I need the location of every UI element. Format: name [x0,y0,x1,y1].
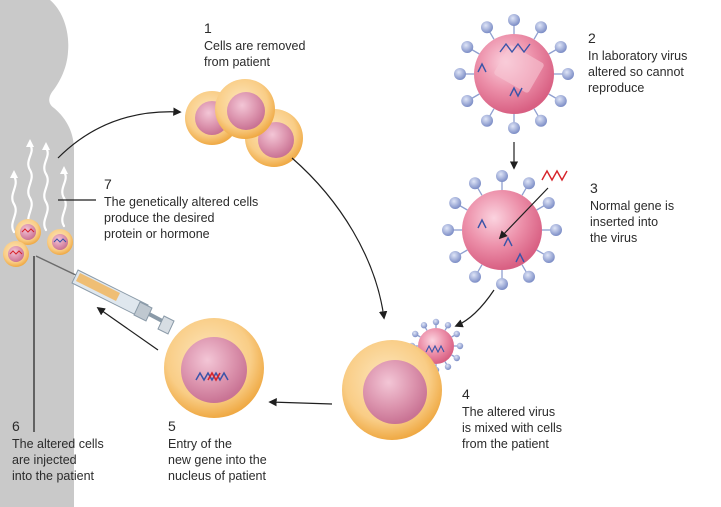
arrow-cells-to-mix [291,157,388,320]
body-cell-3 [3,241,29,267]
step-5-line-3: nucleus of patient [168,469,266,483]
virus-spike-tip [432,318,440,326]
virus-spike-tip [461,95,474,107]
virus-spike-tip [469,270,481,283]
virus-capsid [462,190,542,270]
step-2-line-3: reproduce [588,81,645,95]
step-6-label: 6 The altered cells are injected into th… [12,418,104,484]
step-2-line-2: altered so cannot [588,65,684,79]
virus-spike-tip [469,177,481,190]
step-2-number: 2 [588,30,596,46]
step-4-line-3: from the patient [462,437,549,451]
normal-gene-dna-icon [541,169,568,182]
virus-spike-tip [562,68,574,80]
virus-spike-tip [453,354,460,362]
virus-spike-tip [496,170,508,182]
small-virus-dna-icon [425,344,445,354]
step-1-label: 1 Cells are removed from patient [204,20,305,70]
step-7-line-3: protein or hormone [104,227,210,241]
virus-spike-tip [542,251,555,263]
syringe-icon [35,255,175,335]
step-6-line-3: into the patient [12,469,95,483]
virus-spike-tip [535,21,547,34]
step-7-line-1: The genetically altered cells [104,195,259,209]
body-cell-1 [15,219,41,245]
virus-spike-tip [542,197,555,209]
arrow-gene-into-virus [498,187,549,240]
step-5-label: 5 Entry of the new gene into the nucleus… [168,418,267,484]
step-4-number: 4 [462,386,470,402]
virus-spike-tip [456,342,464,350]
virus-spike-tip [420,322,428,329]
step-5-line-1: Entry of the [168,437,232,451]
arrow-step5-to-syringe [96,307,159,351]
virus-spike-tip [496,278,508,290]
arrow-step4-to-step5 [268,398,333,407]
virus-spike-tip [535,114,547,127]
step-7-number: 7 [104,176,112,192]
virus-with-gene [442,170,562,290]
step-2-line-1: In laboratory virus [588,49,688,63]
step-3-label: 3 Normal gene is inserted into the virus [590,180,674,246]
virus-spike-tip [523,270,535,283]
step-3-number: 3 [590,180,598,196]
virus-spike-tip [461,41,474,53]
step-3-line-3: the virus [590,231,638,245]
step-1-line-1: Cells are removed [204,39,306,53]
step-4-line-1: The altered virus [462,405,556,419]
step-3-line-1: Normal gene is [590,199,675,213]
step-6-line-1: The altered cells [12,437,104,451]
virus-spike-tip [442,224,454,236]
patient-cell-step5 [164,318,264,418]
patient-cell-step4 [342,340,442,440]
virus-spike-tip [412,330,419,338]
step-1-line-2: from patient [204,55,271,69]
human-silhouette-icon [0,0,74,507]
secretion-waves-icon [11,143,67,234]
step-5-line-2: new gene into the [168,453,267,467]
virus3-dna-icon [477,218,525,263]
flow-arrows [33,107,549,432]
virus-spike-tip [508,14,520,26]
virus-spike-tip [523,177,535,190]
step-7-line-2: produce the desired [104,211,215,225]
virus-spike-tip [550,224,562,236]
step-6-number: 6 [12,418,20,434]
virus2-dna-icon [477,42,544,98]
virus-spike-tip [481,114,493,127]
step-5-number: 5 [168,418,176,434]
virus-spike-tip [449,197,462,209]
arrow-body-to-cells [57,107,182,159]
nucleus-dna-icon [195,371,229,382]
virus-spike-tip [481,21,493,34]
virus-spike-tip [449,251,462,263]
virus-spike-tip [454,68,466,80]
virus-spike-tip [554,95,567,107]
step-3-line-2: inserted into [590,215,659,229]
body-cell-2 [47,229,73,255]
arrow-virus3-to-mix [454,289,495,328]
wave-arrowheads-icon [10,139,68,178]
step-1-number: 1 [204,20,212,36]
step-4-label: 4 The altered virus is mixed with cells … [462,386,562,452]
step-4-line-2: is mixed with cells [462,421,563,435]
virus-spike-tip [508,122,520,134]
removed-cells-cluster [185,79,303,167]
step-7-label: 7 The genetically altered cells produce … [104,176,258,242]
step-6-line-2: are injected [12,453,77,467]
virus-spike-tip [554,41,567,53]
step-2-label: 2 In laboratory virus altered so cannot … [588,30,687,96]
virus-spike-tip [444,363,452,370]
virus-spike-tip [453,330,460,338]
virus-spike-tip [444,322,452,329]
